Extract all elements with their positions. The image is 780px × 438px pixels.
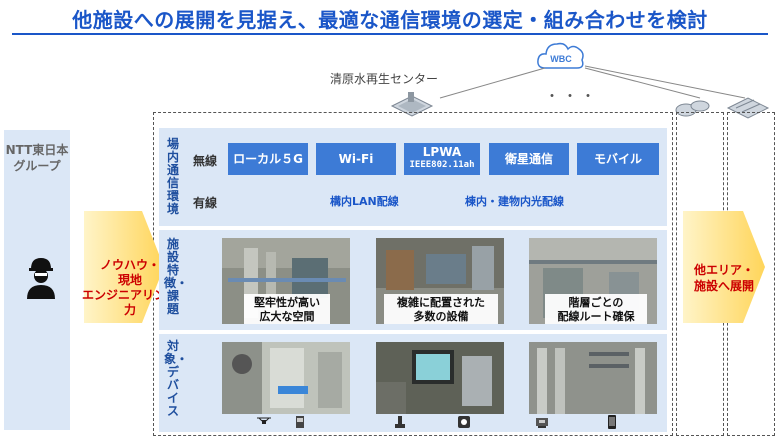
robot-icon <box>534 414 550 430</box>
facility-photo: 階層ごとの 配線ルート確保 <box>529 238 657 324</box>
device-photo <box>222 342 350 414</box>
worker-icon <box>24 255 58 299</box>
device-photo <box>529 342 657 414</box>
tech-box-mobile: モバイル <box>577 143 659 175</box>
expand-label: 他エリア・ 施設へ展開 <box>683 262 765 294</box>
device-photo <box>376 342 504 414</box>
tech-box-wifi: Wi-Fi <box>316 143 396 175</box>
sensor-icon <box>392 414 408 430</box>
more-dots: ・・・ <box>545 86 599 106</box>
facility-row-label: 施設特徴・課題 <box>164 238 182 316</box>
comm-row-label: 場内通信環境 <box>164 138 182 216</box>
wired-fiber: 棟内・建物内光配線 <box>465 193 564 209</box>
tech-box-local5g: ローカル５G <box>228 143 308 175</box>
feature-line: 多数の設備 <box>387 310 495 324</box>
tablet-icon <box>604 414 620 430</box>
camera-icon <box>456 414 472 430</box>
facility-photo: 複雑に配置された 多数の設備 <box>376 238 504 324</box>
target-row-label: 対象・デバイス <box>164 340 182 418</box>
feature-line: 配線ルート確保 <box>548 310 644 324</box>
wireless-label: 無線 <box>193 152 217 169</box>
drone-icon <box>256 414 272 430</box>
tech-box-satellite: 衛星通信 <box>489 143 569 175</box>
wired-label: 有線 <box>193 194 217 211</box>
meter-icon <box>292 414 308 430</box>
plant-label: 清原水再生センター <box>330 70 438 87</box>
wired-lan: 構内LAN配線 <box>330 193 399 209</box>
feature-line: 広大な空間 <box>247 310 327 324</box>
ntt-label: NTT東日本 グループ <box>4 142 70 174</box>
facility-photo: 堅牢性が高い 広大な空間 <box>222 238 350 324</box>
feature-line: 複雑に配置された <box>387 296 495 310</box>
feature-line: 階層ごとの <box>548 296 644 310</box>
feature-line: 堅牢性が高い <box>247 296 327 310</box>
